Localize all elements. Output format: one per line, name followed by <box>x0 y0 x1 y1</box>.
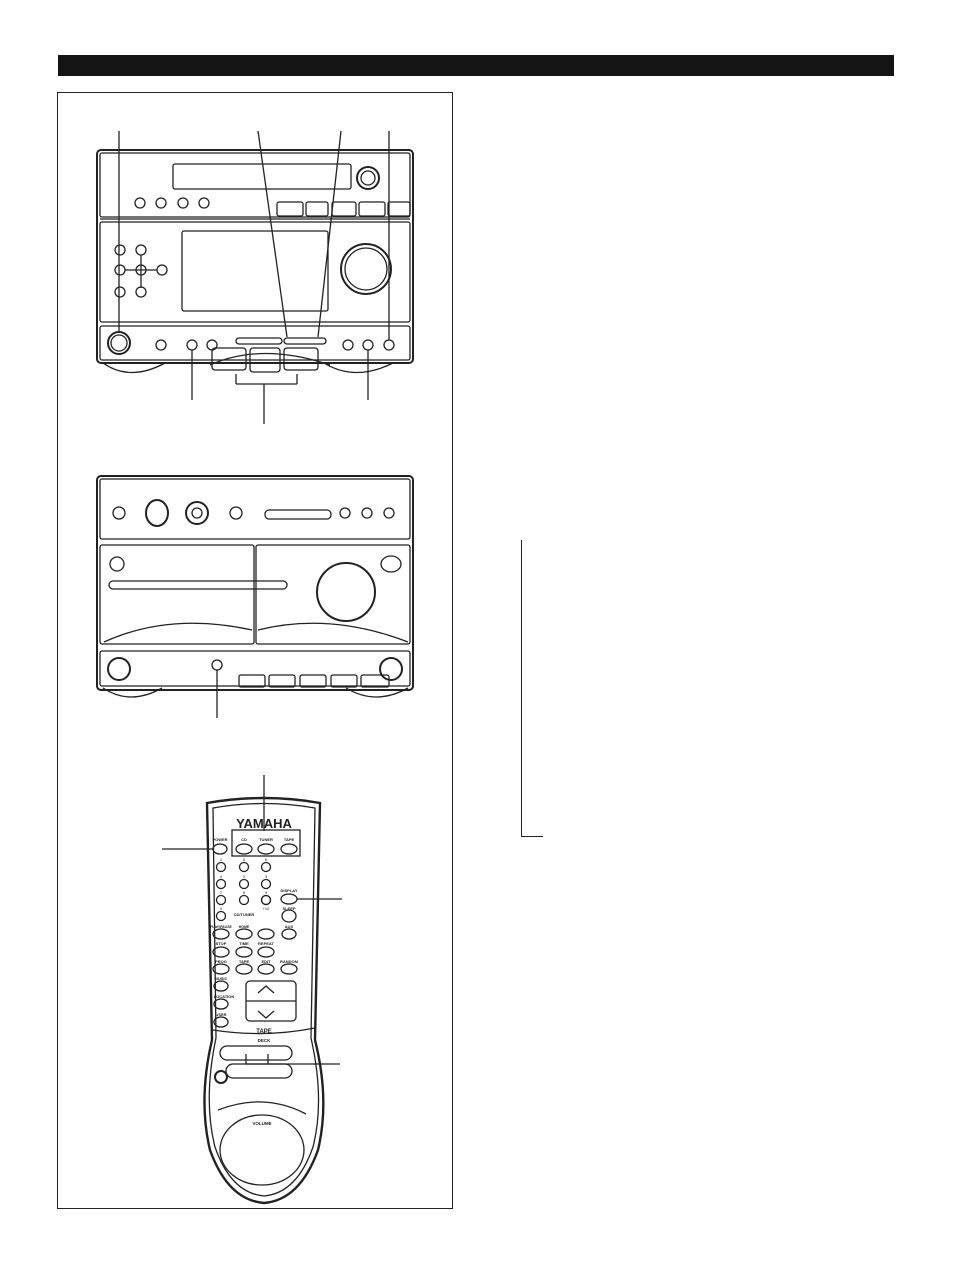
tape-small-label: TAPE <box>239 959 250 964</box>
play-pause-label: PLAY/PAUSE <box>210 925 232 929</box>
main-unit <box>96 130 414 424</box>
digit-4: 4 <box>220 874 223 879</box>
aux-label: AUX <box>285 924 294 929</box>
section-header-bar <box>58 55 894 76</box>
cd-label: CD <box>241 837 247 842</box>
digit-9: 9 <box>265 890 268 895</box>
tape-label: TAPE <box>284 837 295 842</box>
random-label: RANDOM <box>280 959 299 964</box>
digit-0: 0 <box>220 906 223 911</box>
cd-tuner-label: CD/TUNER <box>234 912 255 917</box>
text-bracket <box>521 540 543 837</box>
home-label: HOME <box>239 925 250 929</box>
volume-label: VOLUME <box>252 1121 271 1126</box>
tuner-label: TUNER <box>259 837 273 842</box>
time-label: TIME <box>239 941 249 946</box>
sleep-label: SLEEP <box>282 906 295 911</box>
edit-label: EDIT <box>261 959 271 964</box>
remote-control <box>162 775 342 1205</box>
display-label: DISPLAY <box>281 888 298 893</box>
digit-5: 5 <box>243 857 246 862</box>
tape-arc-label: TAPE <box>256 1029 272 1035</box>
prog-label: PROG <box>215 959 227 964</box>
location-label: LOCATION <box>214 994 235 999</box>
deck-label: DECK <box>258 1038 272 1043</box>
stop-label: STOP <box>216 941 227 946</box>
figure-frame <box>57 92 453 1209</box>
digit-2: 2 <box>243 874 246 879</box>
power-label: POWER <box>212 837 227 842</box>
tape-deck-unit <box>96 475 414 718</box>
digit-1: 1 <box>220 857 223 862</box>
digit-3: 3 <box>265 874 268 879</box>
digit-6: 6 <box>265 857 268 862</box>
music-label: MUSIC <box>215 976 228 981</box>
remote-brand-label: YAMAHA <box>236 816 292 831</box>
digit-8: 8 <box>243 890 246 895</box>
digit-plus10: +10 <box>263 906 271 911</box>
user-label: USER <box>215 1012 226 1017</box>
digit-7: 7 <box>220 890 223 895</box>
repeat-label: REPEAT <box>258 941 274 946</box>
